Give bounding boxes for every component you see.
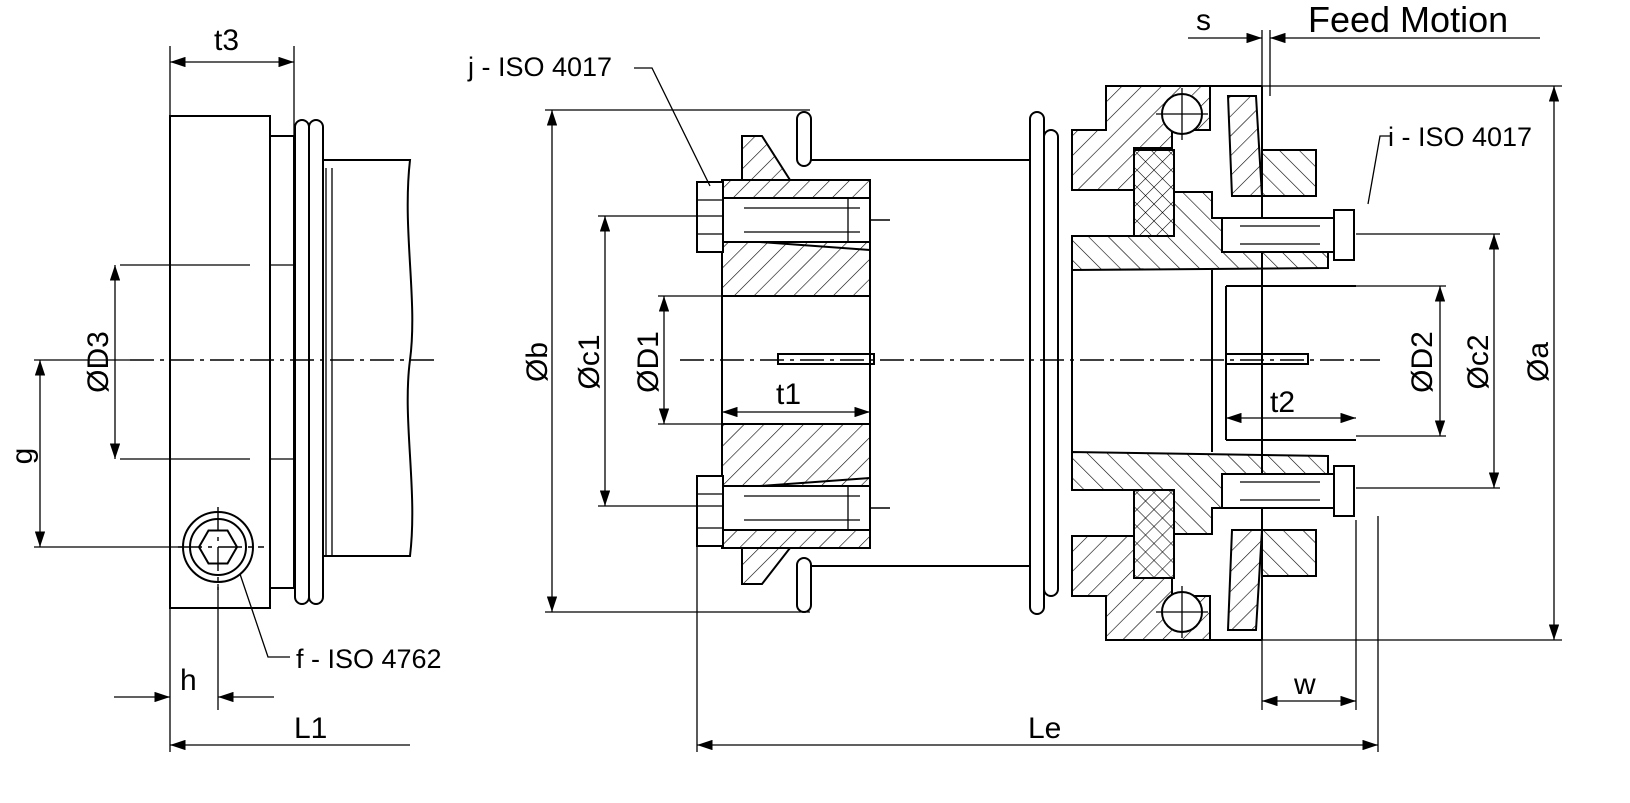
label-D1: ØD1: [632, 331, 665, 393]
side-view: [34, 46, 440, 752]
label-t2: t2: [1270, 386, 1295, 419]
section-view: [680, 85, 1380, 641]
label-a: Øa: [1522, 342, 1555, 382]
label-L1: L1: [294, 712, 327, 745]
label-t3: t3: [214, 24, 239, 57]
bellow-ring-right-2: [1043, 129, 1059, 597]
label-feed-motion: Feed Motion: [1308, 0, 1508, 40]
label-b: Øb: [521, 342, 554, 382]
label-Le: Le: [1028, 712, 1061, 745]
bellow-ring-right-1: [1029, 111, 1045, 615]
bellow-body: [811, 159, 1030, 567]
left-screw-upper: [721, 197, 871, 243]
label-w: w: [1293, 668, 1316, 701]
label-i: i - ISO 4017: [1388, 122, 1532, 152]
label-g: g: [6, 448, 39, 465]
label-D2: ØD2: [1406, 331, 1439, 393]
bolt-head-lower: [696, 475, 724, 547]
right-hub-lower: [1071, 450, 1329, 535]
label-s: s: [1196, 4, 1211, 37]
disc-spring-upper: [1226, 95, 1264, 197]
leader-f: [239, 573, 290, 658]
hub-step: [269, 135, 295, 589]
right-screw-lower: [1221, 473, 1335, 509]
elastomer-lower: [1133, 489, 1175, 579]
disc-spring-lower: [1226, 529, 1264, 631]
right-bolt-head-lower: [1333, 465, 1355, 517]
bolt-head-upper: [696, 181, 724, 253]
left-screw-lower: [721, 485, 871, 531]
label-h: h: [180, 664, 197, 697]
leader-i: [1367, 135, 1392, 205]
bellow-ring-1: [294, 119, 310, 605]
right-screw-upper: [1221, 217, 1335, 253]
elastomer-upper: [1133, 149, 1175, 237]
label-t1: t1: [776, 378, 801, 411]
label-c2: Øc2: [1462, 334, 1495, 389]
bellow-ring-2: [308, 119, 324, 605]
shaft-break: [323, 159, 414, 557]
dimensions: [545, 30, 1562, 752]
label-D3: ØD3: [82, 331, 115, 393]
label-c1: Øc1: [573, 334, 606, 389]
right-bolt-head-upper: [1333, 209, 1355, 261]
leader-j: [634, 67, 711, 187]
label-f: f - ISO 4762: [296, 644, 442, 674]
label-j: j - ISO 4017: [467, 52, 612, 82]
